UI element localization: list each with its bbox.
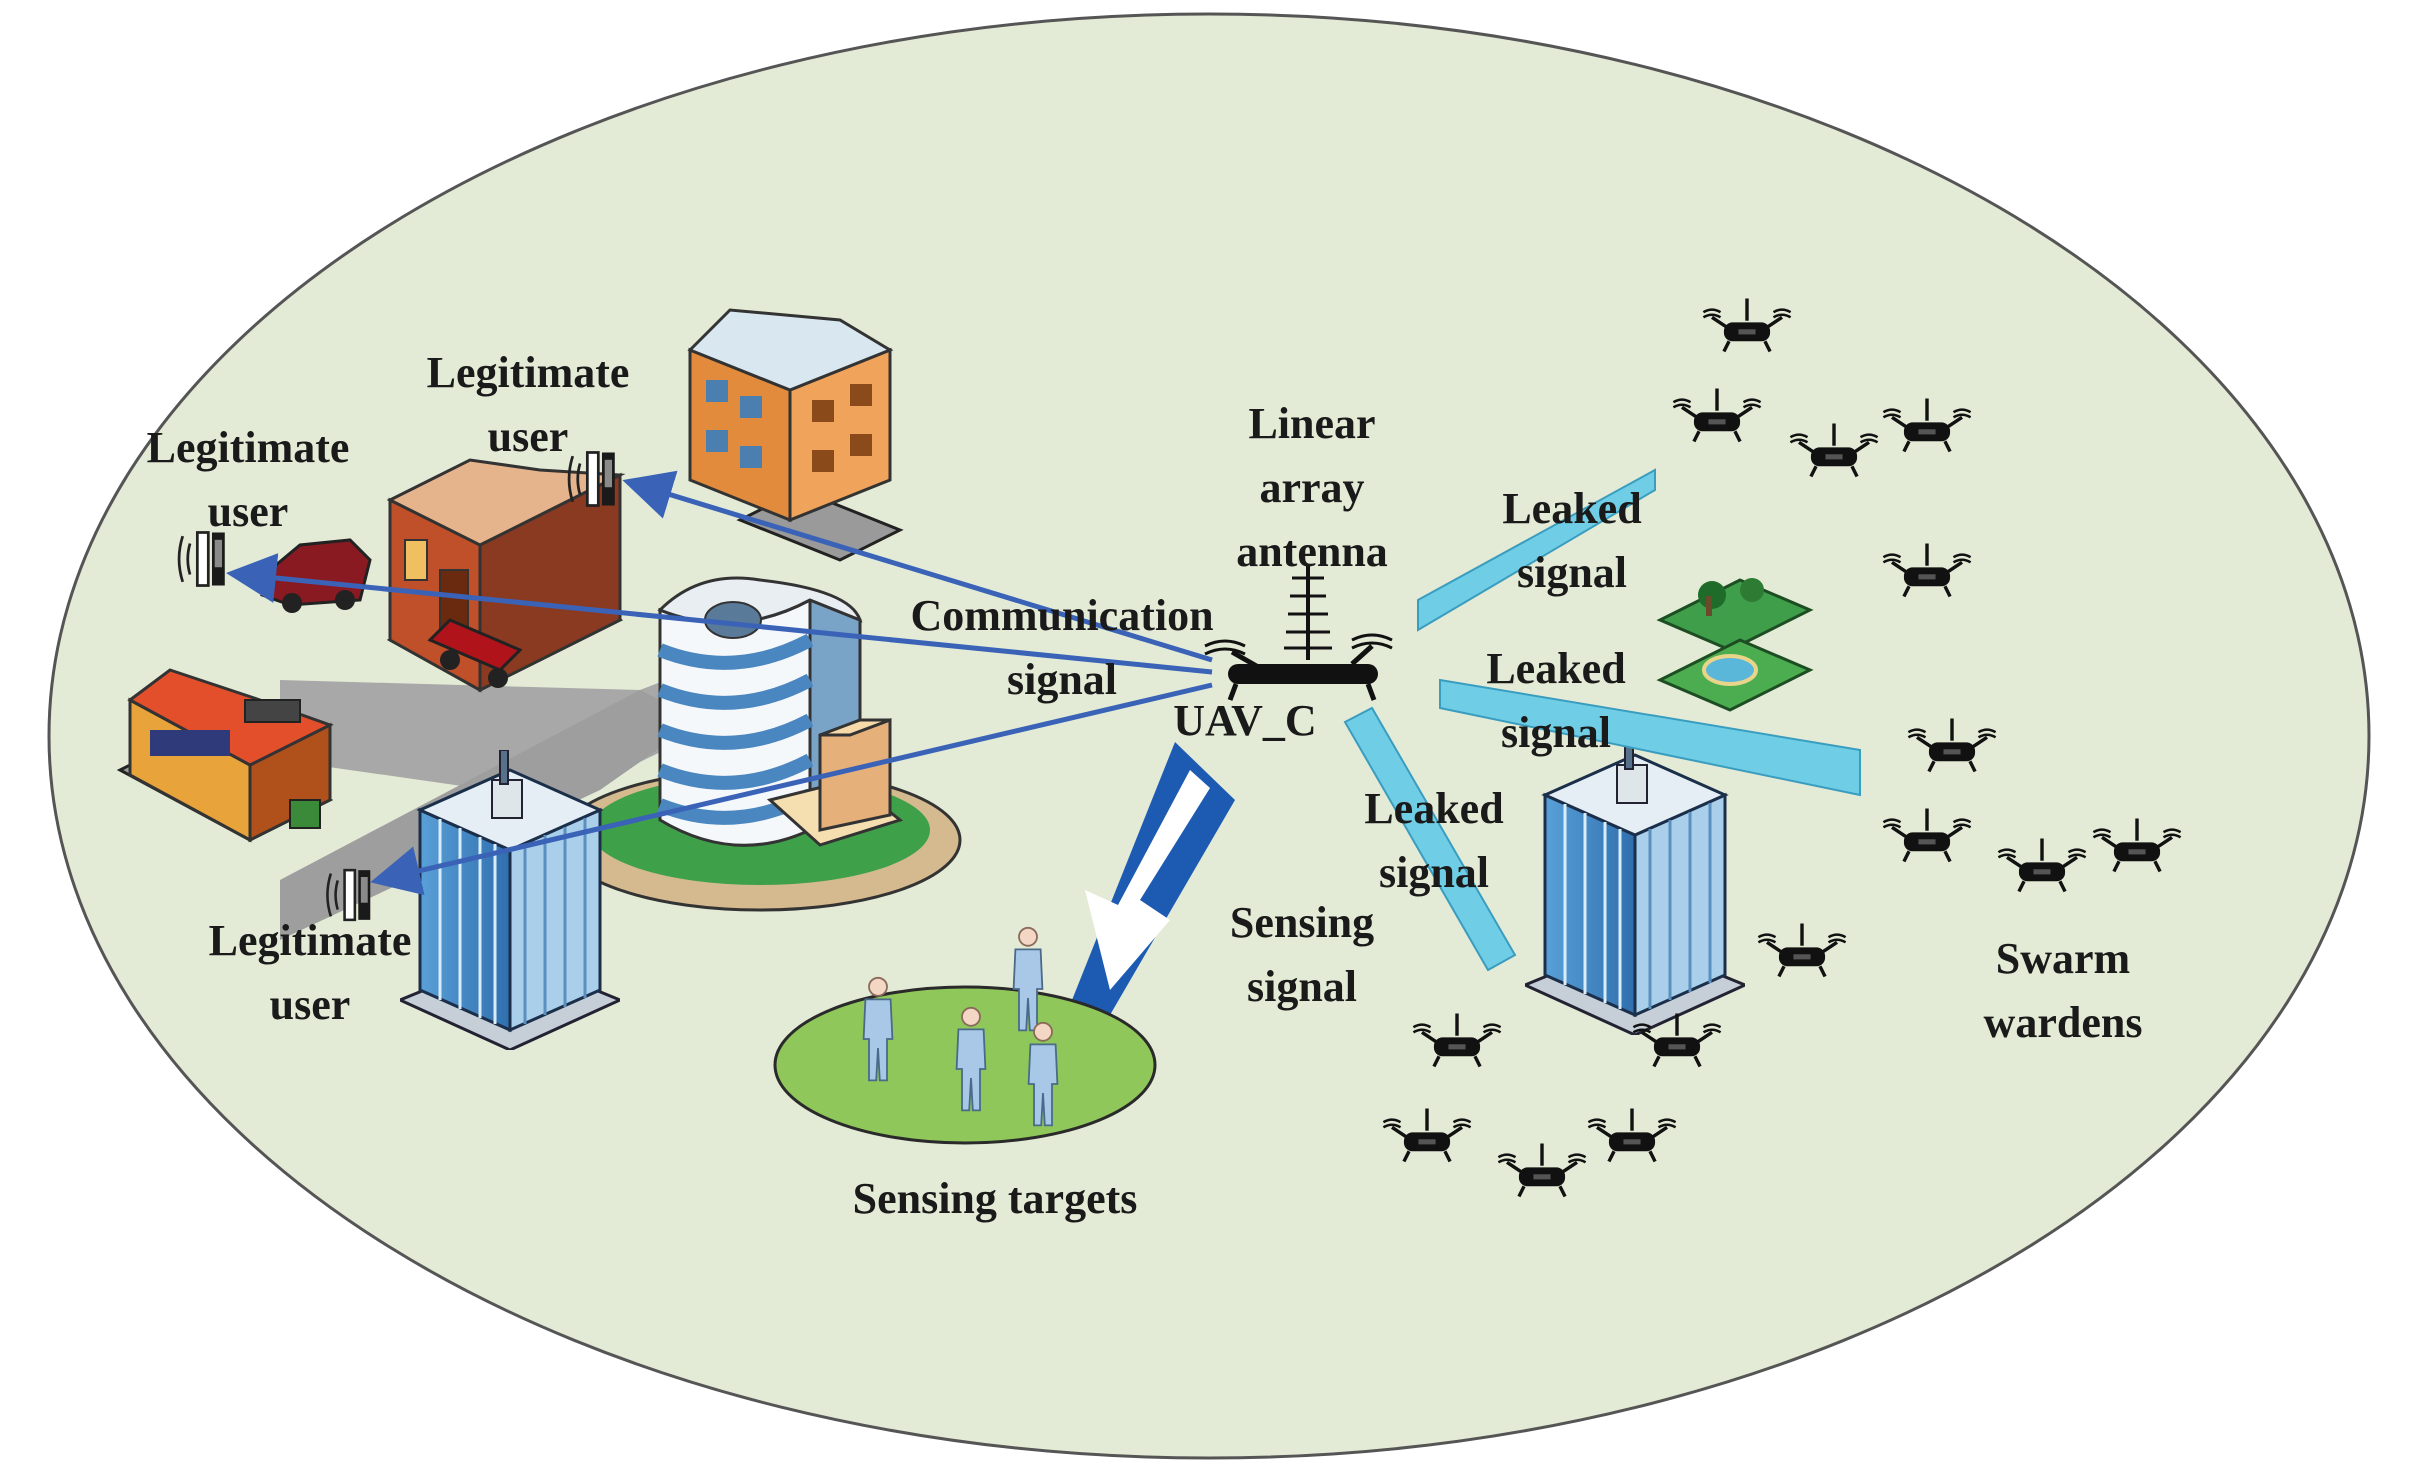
swarm-wardens-label-line2: wardens (1984, 998, 2143, 1047)
sensing-signal-label-line1: Sensing (1230, 898, 1374, 947)
legit-user-bottom-label-line1: Legitimate (209, 916, 412, 965)
leaked-signal-3-label-line2: signal (1379, 848, 1489, 897)
leaked-signal-beams (1343, 468, 1861, 972)
antenna-label-line1: Linear (1248, 399, 1375, 448)
antenna-label-line2: array (1259, 463, 1364, 512)
diagram-labels: Legitimate user Legitimate user Legitima… (147, 348, 2143, 1223)
sensing-signal-arrow (1070, 742, 1235, 1015)
legit-user-left-label-line2: user (208, 487, 289, 536)
leaked-signal-2-label-line2: signal (1501, 708, 1611, 757)
swarm-wardens-label-line1: Swarm (1996, 934, 2130, 983)
leaked-signal-2-label-line1: Leaked (1486, 644, 1625, 693)
apartment-building (687, 308, 904, 562)
legit-user-top-label-line1: Legitimate (427, 348, 630, 397)
communication-signal-label-line2: signal (1007, 655, 1117, 704)
sensing-targets-label: Sensing targets (853, 1174, 1138, 1223)
park-tile (1656, 578, 1814, 712)
communication-links (226, 470, 1213, 896)
communication-signal-label-line1: Communication (910, 591, 1213, 640)
uav-c (1204, 565, 1393, 701)
leaked-signal-3-label-line1: Leaked (1364, 784, 1503, 833)
leaked-signal-1-label-line1: Leaked (1502, 484, 1641, 533)
legit-user-top-label-line2: user (488, 412, 569, 461)
legit-user-left-label-line1: Legitimate (147, 423, 350, 472)
uav-c-label: UAV_C (1173, 696, 1316, 745)
antenna-label-line3: antenna (1236, 527, 1388, 576)
corner-shop (116, 668, 334, 843)
coverage-region (47, 12, 2371, 1460)
legit-user-bottom-label-line2: user (270, 980, 351, 1029)
sensing-signal-label-line2: signal (1247, 962, 1357, 1011)
red-car (260, 538, 372, 613)
leaked-signal-1-label-line2: signal (1517, 548, 1627, 597)
